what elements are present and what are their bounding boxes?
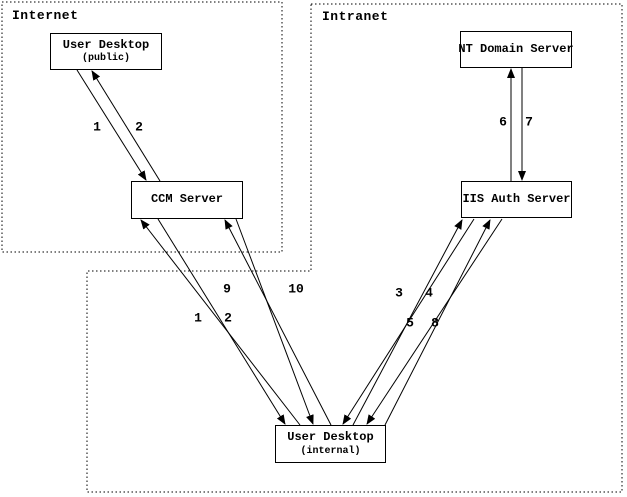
edge-label-2-ccm-public: 2 bbox=[135, 119, 143, 135]
edge-label-5: 5 bbox=[406, 315, 414, 331]
edge-label-2-ccm-internal: 2 bbox=[224, 310, 232, 326]
zone-label-internet: Internet bbox=[11, 8, 80, 23]
edge-label-1-internal-ccm: 1 bbox=[194, 310, 202, 326]
edge-line-5-internal-to-iis bbox=[384, 219, 491, 426]
node-subtitle: (internal) bbox=[300, 445, 361, 457]
edge-line-4-iis-to-internal bbox=[342, 218, 475, 425]
edge-label-7: 7 bbox=[525, 114, 533, 130]
edge-label-1-public-ccm: 1 bbox=[93, 119, 101, 135]
edge-label-4: 4 bbox=[425, 285, 433, 301]
edge-line-8-iis-to-internal bbox=[366, 218, 503, 425]
edge-label-9: 9 bbox=[223, 281, 231, 297]
node-title: NT Domain Server bbox=[458, 41, 574, 56]
zone-label-intranet: Intranet bbox=[321, 9, 390, 24]
node-subtitle: (public) bbox=[81, 53, 130, 65]
edge-line-10-ccm-to-internal bbox=[235, 218, 314, 425]
node-title: User Desktop bbox=[62, 37, 150, 52]
edge-label-3: 3 bbox=[395, 285, 403, 301]
edge-line-2-ccm-to-public bbox=[91, 70, 161, 182]
edge-label-6: 6 bbox=[499, 114, 507, 130]
edge-line-2-ccm-to-internal bbox=[157, 218, 286, 425]
node-title: User Desktop bbox=[287, 430, 374, 445]
node-user-desktop-internal: User Desktop (internal) bbox=[275, 425, 386, 463]
node-ccm-server: CCM Server bbox=[131, 181, 243, 219]
node-user-desktop-public: User Desktop (public) bbox=[50, 33, 162, 70]
edge-line-9-internal-to-ccm bbox=[224, 219, 332, 426]
edge-line-1-public-to-ccm bbox=[76, 69, 147, 181]
edge-label-10: 10 bbox=[288, 281, 304, 297]
internet-zone-border bbox=[1, 1, 283, 253]
edge-line-1-internal-to-ccm bbox=[140, 219, 301, 426]
node-title: IIS Auth Server bbox=[462, 191, 571, 206]
node-title: CCM Server bbox=[150, 192, 223, 207]
intranet-zone-border bbox=[86, 3, 623, 493]
node-nt-domain-server: NT Domain Server bbox=[458, 31, 574, 68]
node-iis-auth-server: IIS Auth Server bbox=[461, 181, 572, 218]
edge-label-8: 8 bbox=[431, 315, 439, 331]
